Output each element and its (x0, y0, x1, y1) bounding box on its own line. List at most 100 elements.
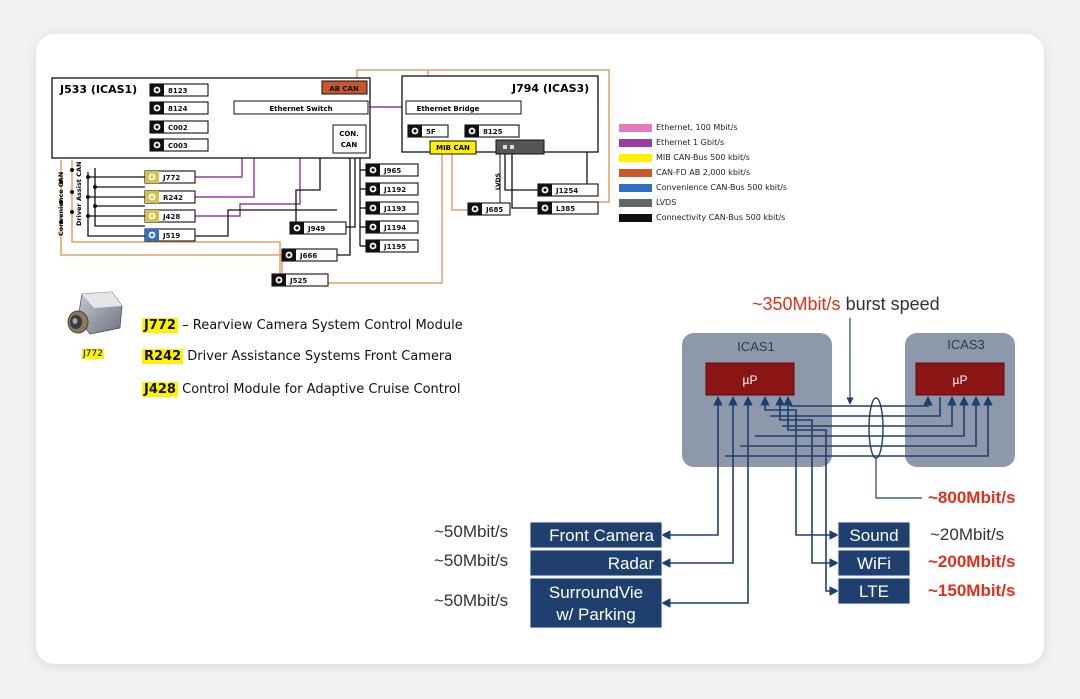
module-label: J1194 (383, 224, 406, 232)
front-camera-rate: ~50Mbit/s (434, 522, 509, 541)
module-label: R242 (163, 194, 183, 202)
radar-rate: ~50Mbit/s (434, 551, 509, 570)
wifi-box: WiFi (837, 549, 911, 577)
ab-can-label: AB CAN (329, 85, 359, 93)
module-J1193: J1193 (365, 201, 419, 215)
legend-swatch (619, 214, 652, 222)
surroundview-rate: ~50Mbit/s (434, 591, 509, 610)
module-label: J772 (162, 174, 180, 182)
legend-entry: CAN-FD AB 2,000 kbit/s (656, 168, 751, 177)
icas1-processor (705, 362, 795, 396)
definition-text: Driver Assistance Systems Front Camera (187, 349, 453, 364)
definition-j428: J428 Control Module for Adaptive Cruise … (142, 382, 461, 397)
icas3-label: ICAS3 (947, 337, 985, 352)
legend-entry: Ethernet, 100 Mbit/s (656, 123, 738, 132)
icas3-processor (915, 362, 1005, 396)
total-callout-line (875, 458, 922, 499)
module-L385: L385 (537, 201, 599, 215)
mib-can-box (429, 140, 477, 155)
j794-title: J794 (ICAS3) (511, 82, 589, 95)
module-label: J525 (289, 277, 307, 285)
lvds-label: LVDS (495, 173, 502, 190)
ethernet-bridge (405, 100, 522, 115)
camera-icon (67, 291, 123, 335)
legend-swatch (619, 169, 652, 177)
sound-box-label: Sound (849, 526, 898, 545)
module-8125: 8125 (464, 124, 520, 138)
con-can-label-2: CAN (341, 141, 358, 149)
module-5F: 5F (407, 124, 449, 138)
j533-title: J533 (ICAS1) (59, 83, 137, 96)
ethernet-switch-label: Ethernet Switch (269, 105, 332, 113)
icas3-panel (905, 333, 1015, 467)
module-J772: J772 (144, 170, 196, 184)
ethernet-bridge-label: Ethernet Bridge (417, 105, 480, 113)
module-J525: J525 (271, 273, 329, 287)
definition-text: Control Module for Adaptive Cruise Contr… (182, 382, 461, 397)
module-J685: J685 (467, 202, 511, 216)
legend-swatch (619, 124, 652, 132)
legend-entry: Connectivity CAN-Bus 500 kbit/s (656, 213, 786, 222)
module-J1254: J1254 (537, 183, 599, 197)
module-label: 8125 (483, 128, 503, 136)
legend-entry: Convenience CAN-Bus 500 kbit/s (656, 183, 788, 192)
definition-r242: R242 Driver Assistance Systems Front Cam… (142, 349, 452, 364)
module-J1195: J1195 (365, 239, 419, 253)
total-rate: ~800Mbit/s (928, 488, 1016, 507)
con-can-label-1: CON. (339, 130, 359, 138)
module-8124: 8124 (149, 101, 209, 115)
lte-rate: ~150Mbit/s (928, 581, 1016, 600)
module-label: J1254 (555, 187, 578, 195)
definition-text: – Rearview Camera System Control Module (182, 318, 463, 333)
module-label: 8123 (168, 87, 188, 95)
module-label: J1193 (383, 205, 406, 213)
module-J965: J965 (365, 163, 419, 177)
radar-box-label: Radar (608, 554, 655, 573)
ethernet-switch (233, 100, 369, 115)
module-label: J1192 (383, 186, 406, 194)
module-label: C003 (168, 142, 188, 150)
module-R242: R242 (144, 190, 196, 204)
module-label: J666 (299, 252, 317, 260)
module-C002: C002 (149, 120, 209, 134)
module-J1192: J1192 (365, 182, 419, 196)
can-fd-ab-lines (60, 69, 610, 284)
module-label: 8124 (168, 105, 188, 113)
con-can-box (332, 124, 367, 154)
radar-box: Radar (529, 549, 663, 577)
surroundview-box-label: SurroundVie (549, 583, 643, 602)
module-J1194: J1194 (365, 220, 419, 234)
legend-swatch (619, 139, 652, 147)
legend-swatch (619, 184, 652, 192)
module-label: J428 (162, 213, 180, 221)
surroundview-box: SurroundVie w/ Parking (529, 577, 663, 629)
definition-code: J772 (142, 318, 178, 333)
module-J666: J666 (281, 248, 338, 262)
j533-box (51, 77, 371, 159)
module-label: 5F (426, 128, 436, 136)
bundle-ellipse (868, 397, 884, 459)
definition-code: R242 (142, 349, 184, 364)
wifi-rate: ~200Mbit/s (928, 552, 1016, 571)
surroundview-box-label: w/ Parking (555, 605, 635, 624)
module-label: C002 (168, 124, 188, 132)
module-label: J965 (383, 167, 401, 175)
module-8123: 8123 (149, 83, 209, 97)
sound-box: Sound (837, 521, 911, 549)
module-label: J949 (307, 225, 325, 233)
definition-code: J428 (142, 382, 178, 397)
module-J519: J519 (144, 228, 196, 242)
driver-assist-can-label: Driver Assist CAN (75, 162, 83, 226)
wifi-box-label: WiFi (857, 554, 891, 573)
legend-swatch (619, 199, 652, 207)
definition-j772: J772 – Rearview Camera System Control Mo… (142, 318, 463, 333)
mib-can-label: MIB CAN (436, 144, 470, 152)
module-label: J519 (162, 232, 180, 240)
bus-junctions (59, 168, 97, 224)
icas1-processor-label: µP (743, 373, 758, 387)
module-J428: J428 (144, 209, 196, 223)
legend-entry: MIB CAN-Bus 500 kbit/s (656, 153, 750, 162)
convenience-can-label: Convenience CAN (57, 172, 65, 236)
front-camera-box: Front Camera (529, 521, 663, 549)
